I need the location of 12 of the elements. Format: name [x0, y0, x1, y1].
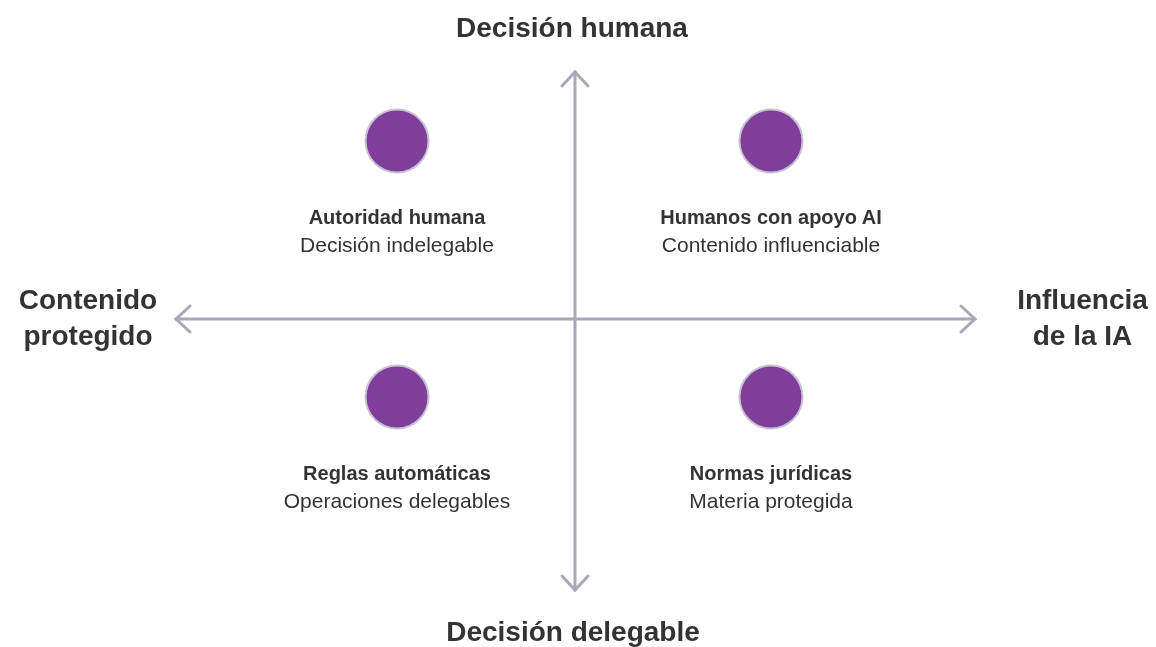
quadrant-heading: Humanos con apoyo AI [660, 206, 882, 229]
quadrant-heading: Autoridad humana [308, 206, 486, 229]
axis-label: Decisión delegable [445, 615, 701, 647]
quadrant-description: Materia protegida [689, 489, 853, 513]
axis-label: Decisión humana [455, 11, 689, 45]
quadrant-description: Contenido influenciable [661, 233, 881, 257]
quadrant-description: Decisión indelegable [300, 233, 494, 257]
quadrant-description: Operaciones delegables [283, 489, 511, 513]
axis-label: Influencia de la IA [1016, 283, 1149, 353]
quadrant-heading: Normas jurídicas [689, 462, 853, 485]
quadrant-heading: Reglas automáticas [303, 462, 491, 485]
axis-label: Contenido protegido [17, 283, 159, 353]
